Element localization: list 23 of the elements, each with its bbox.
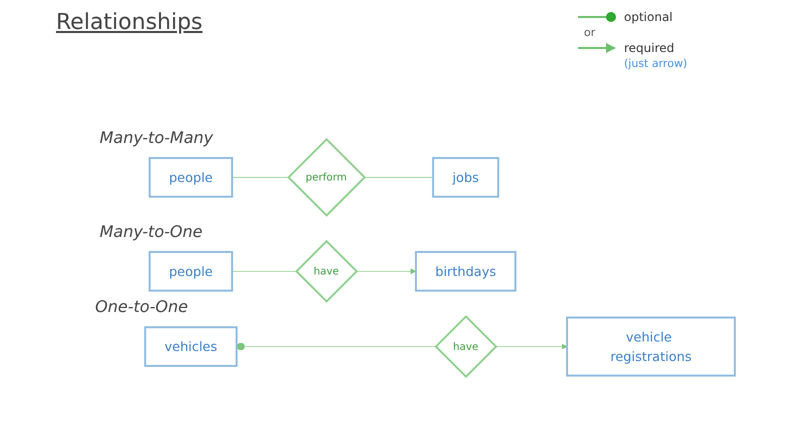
- legend-text: required: [624, 41, 674, 55]
- node-box: people: [148, 157, 234, 198]
- node-box: vehicles: [144, 326, 238, 367]
- legend-note: (just arrow): [624, 57, 688, 70]
- node-box: people: [148, 250, 234, 292]
- connector: [364, 177, 434, 178]
- node-box: birthdays: [414, 250, 516, 292]
- arrow: [495, 344, 568, 350]
- section-heading: Many-to-Many: [100, 128, 214, 147]
- node-diamond: perform: [287, 138, 366, 217]
- legend-text: optional: [624, 10, 673, 24]
- title: Relationships: [56, 10, 203, 35]
- node-diamond: have: [434, 315, 498, 378]
- node-box: jobs: [432, 157, 500, 198]
- node-diamond: have: [295, 240, 358, 303]
- connector: [232, 270, 296, 272]
- section-heading: One-to-One: [95, 297, 188, 316]
- arrow: [356, 268, 416, 274]
- node-box: vehicle registrations: [566, 316, 736, 377]
- connector: [236, 342, 436, 350]
- legend-note: or: [584, 26, 596, 39]
- section-heading: Many-to-One: [100, 222, 202, 241]
- connector: [232, 177, 289, 178]
